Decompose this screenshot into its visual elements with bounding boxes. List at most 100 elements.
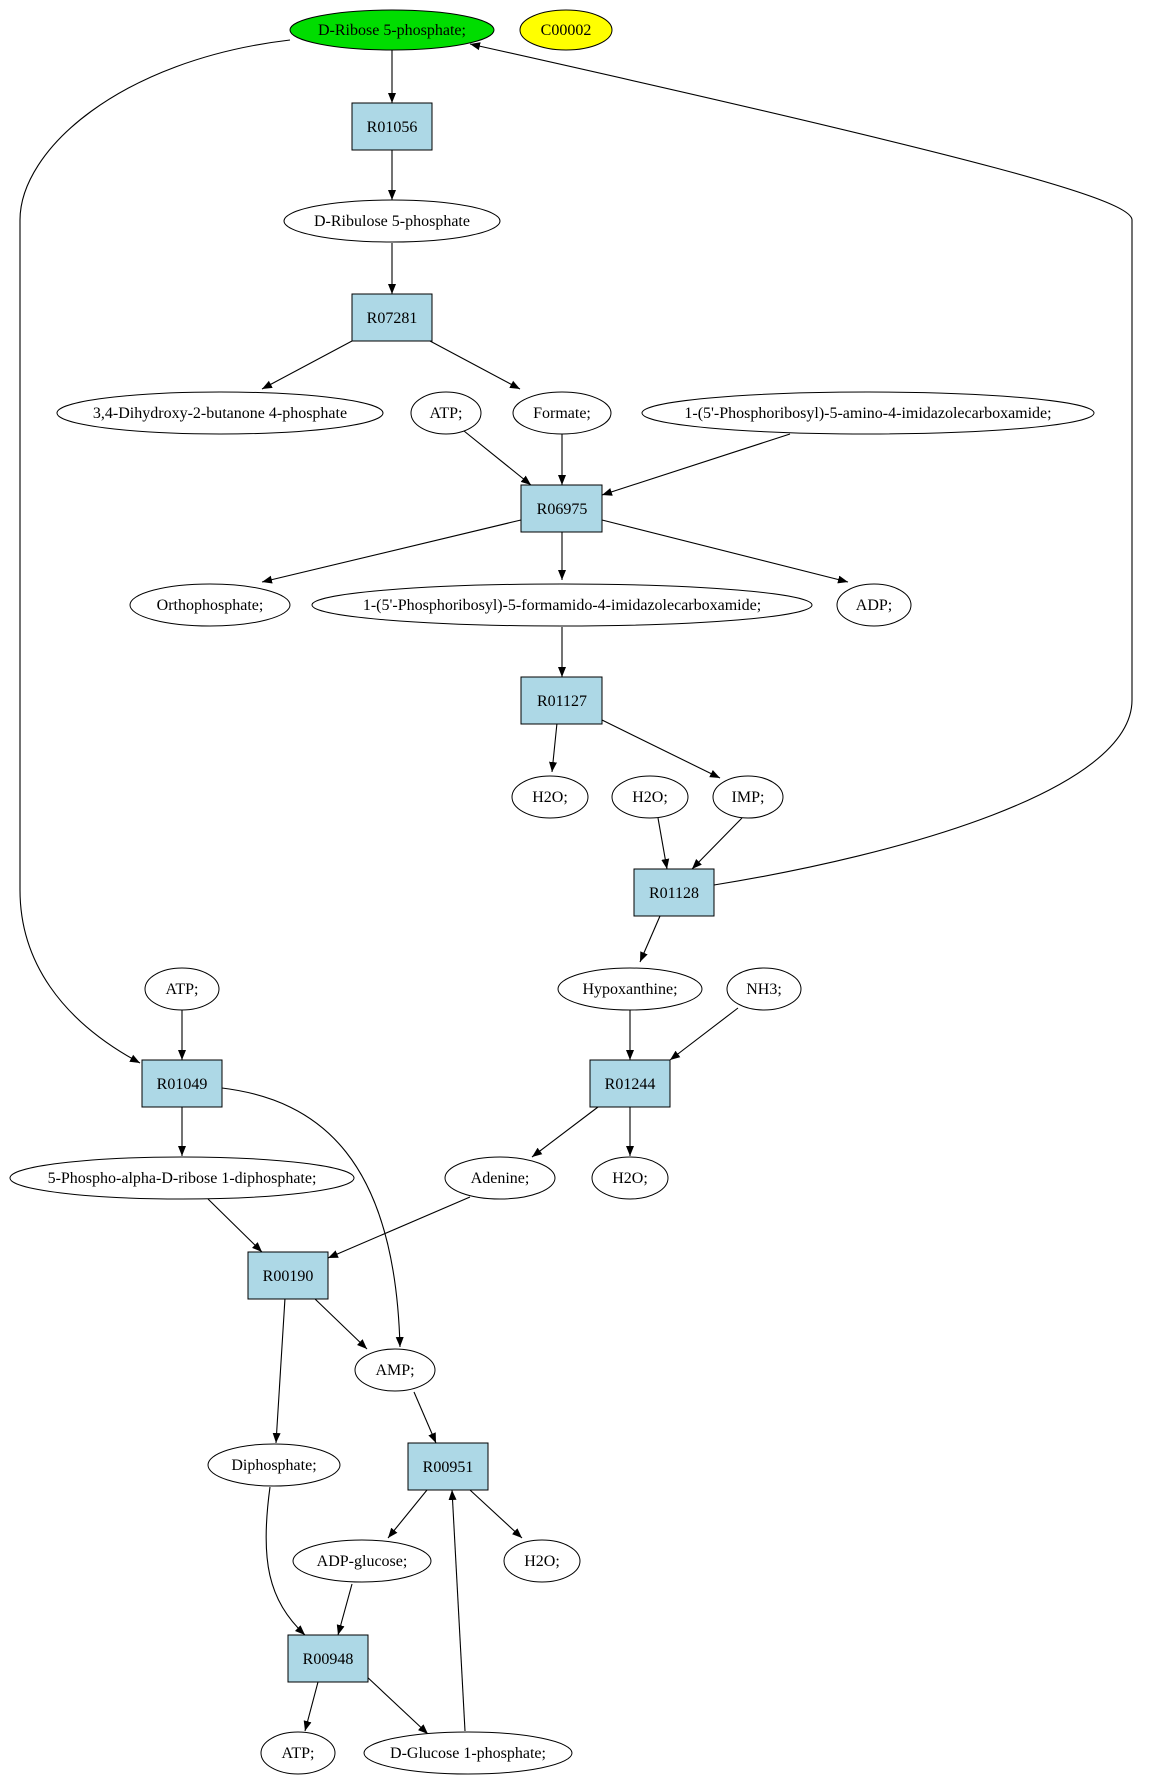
node-label: ATP; bbox=[282, 1745, 315, 1762]
node-label: R07281 bbox=[367, 310, 418, 327]
node-label: H2O; bbox=[532, 789, 568, 806]
reaction-r07281[interactable]: R07281 bbox=[351, 293, 433, 342]
compound-formate[interactable]: Formate; bbox=[512, 391, 612, 435]
node-label: H2O; bbox=[632, 789, 668, 806]
node-label: Adenine; bbox=[471, 1170, 530, 1187]
compound-h2o-4[interactable]: H2O; bbox=[503, 1539, 581, 1583]
edge-r00951-h2o4 bbox=[469, 1489, 523, 1539]
reaction-r01049[interactable]: R01049 bbox=[141, 1059, 223, 1108]
compound-orthophosphate[interactable]: Orthophosphate; bbox=[129, 583, 291, 627]
edge-adenine-r00190 bbox=[327, 1196, 471, 1259]
compound-d-glucose-1-phosphate[interactable]: D-Glucose 1-phosphate; bbox=[363, 1731, 573, 1775]
edge-r00948-glucose1p bbox=[364, 1674, 429, 1735]
edge-h2o2-r01128 bbox=[657, 817, 670, 870]
edge-diphosphate-r00948 bbox=[265, 1486, 306, 1636]
edge-r00190-amp bbox=[313, 1297, 368, 1350]
node-label: Hypoxanthine; bbox=[582, 981, 677, 998]
node-label: D-Glucose 1-phosphate; bbox=[390, 1745, 546, 1762]
node-label: Diphosphate; bbox=[231, 1457, 316, 1474]
compound-nh3[interactable]: NH3; bbox=[726, 967, 802, 1011]
edge-r01244-adenine bbox=[531, 1106, 599, 1158]
node-label: R01244 bbox=[605, 1076, 656, 1093]
node-label: Orthophosphate; bbox=[157, 597, 264, 614]
compound-faica-ribotide[interactable]: 1-(5'-Phosphoribosyl)-5-formamido-4-imid… bbox=[311, 583, 813, 627]
node-label: AMP; bbox=[375, 1362, 414, 1379]
compound-h2o-3[interactable]: H2O; bbox=[591, 1156, 669, 1200]
edge-r07281-formate bbox=[429, 340, 521, 390]
node-label: R00190 bbox=[263, 1268, 314, 1285]
reaction-r06975[interactable]: R06975 bbox=[520, 484, 603, 533]
node-label: IMP; bbox=[732, 789, 765, 806]
reaction-r01056[interactable]: R01056 bbox=[351, 102, 433, 151]
compound-atp-3[interactable]: ATP; bbox=[260, 1731, 336, 1775]
node-label: ADP; bbox=[856, 597, 892, 614]
node-label: H2O; bbox=[524, 1553, 560, 1570]
edge-r00190-diphosphate bbox=[272, 1297, 286, 1444]
edge-amp-r00951 bbox=[413, 1391, 437, 1444]
edge-nh3-r01244 bbox=[669, 1007, 739, 1061]
compound-prpp[interactable]: 5-Phospho-alpha-D-ribose 1-diphosphate; bbox=[9, 1156, 355, 1200]
reaction-r00948[interactable]: R00948 bbox=[287, 1634, 369, 1683]
edge-r01128-hypoxanthine bbox=[639, 915, 661, 963]
edge-imp-r01128 bbox=[691, 817, 743, 870]
reaction-r01128[interactable]: R01128 bbox=[633, 868, 715, 917]
node-label: D-Ribose 5-phosphate; bbox=[318, 22, 466, 39]
node-label: NH3; bbox=[746, 981, 782, 998]
node-label: 5-Phospho-alpha-D-ribose 1-diphosphate; bbox=[48, 1170, 317, 1187]
edge-adpglucose-r00948 bbox=[336, 1583, 353, 1636]
compound-adp[interactable]: ADP; bbox=[836, 583, 912, 627]
node-label: ATP; bbox=[430, 405, 463, 422]
compound-imp[interactable]: IMP; bbox=[712, 775, 784, 819]
node-label: 3,4-Dihydroxy-2-butanone 4-phosphate bbox=[93, 405, 347, 422]
node-label: Formate; bbox=[533, 405, 591, 422]
compound-atp-1[interactable]: ATP; bbox=[410, 391, 482, 435]
edge-r01128-ribose5p bbox=[469, 42, 1133, 886]
edge-r00948-atp3 bbox=[303, 1681, 319, 1732]
node-label: R01127 bbox=[537, 693, 587, 710]
compound-atp-2[interactable]: ATP; bbox=[144, 967, 220, 1011]
compound-adp-glucose[interactable]: ADP-glucose; bbox=[292, 1539, 432, 1583]
reaction-r01127[interactable]: R01127 bbox=[520, 676, 603, 725]
compound-h2o-1[interactable]: H2O; bbox=[511, 775, 589, 819]
node-label: R00951 bbox=[423, 1459, 474, 1476]
edge-r06975-adp bbox=[601, 519, 849, 584]
node-label: 1-(5'-Phosphoribosyl)-5-formamido-4-imid… bbox=[363, 597, 761, 614]
compound-d-ribose-5-phosphate[interactable]: D-Ribose 5-phosphate; bbox=[289, 9, 495, 51]
node-label: ADP-glucose; bbox=[317, 1553, 408, 1570]
edge-r01049-amp bbox=[221, 1087, 404, 1348]
compound-adenine[interactable]: Adenine; bbox=[444, 1156, 556, 1200]
edge-r01127-h2o1 bbox=[549, 722, 558, 773]
compound-h2o-2[interactable]: H2O; bbox=[611, 775, 689, 819]
edge-r01127-imp bbox=[601, 719, 721, 779]
edge-r06975-orthophosphate bbox=[261, 519, 522, 584]
compound-aica-ribotide[interactable]: 1-(5'-Phosphoribosyl)-5-amino-4-imidazol… bbox=[641, 391, 1095, 435]
nodes: D-Ribose 5-phosphate; C00002 R01056 D-Ri… bbox=[9, 9, 1095, 1775]
node-label: R00948 bbox=[303, 1651, 354, 1668]
node-label: R06975 bbox=[537, 501, 588, 518]
node-label: ATP; bbox=[166, 981, 199, 998]
node-label: D-Ribulose 5-phosphate bbox=[314, 213, 470, 230]
node-label: R01049 bbox=[157, 1076, 208, 1093]
node-label: R01128 bbox=[649, 885, 699, 902]
node-label: 1-(5'-Phosphoribosyl)-5-amino-4-imidazol… bbox=[684, 405, 1051, 422]
compound-diphosphate[interactable]: Diphosphate; bbox=[207, 1443, 341, 1487]
edges bbox=[19, 39, 1133, 1735]
compound-amp[interactable]: AMP; bbox=[354, 1348, 436, 1392]
edge-aica-r06975 bbox=[601, 433, 791, 496]
compound-d-ribulose-5-phosphate[interactable]: D-Ribulose 5-phosphate bbox=[283, 199, 501, 243]
compound-hypoxanthine[interactable]: Hypoxanthine; bbox=[557, 967, 703, 1011]
edge-prpp-r00190 bbox=[207, 1198, 263, 1253]
compound-dihydroxy-butanone-phosphate[interactable]: 3,4-Dihydroxy-2-butanone 4-phosphate bbox=[56, 391, 384, 435]
reaction-r00951[interactable]: R00951 bbox=[407, 1442, 489, 1491]
compound-c00002[interactable]: C00002 bbox=[519, 9, 613, 51]
node-label: R01056 bbox=[367, 119, 418, 136]
edge-r07281-dihydroxy bbox=[261, 340, 353, 390]
node-label: C00002 bbox=[541, 22, 592, 39]
edge-ribose5p-r01049 bbox=[19, 39, 291, 1064]
node-label: H2O; bbox=[612, 1170, 648, 1187]
edge-r00951-adpglucose bbox=[387, 1489, 428, 1539]
reaction-r00190[interactable]: R00190 bbox=[247, 1251, 329, 1300]
reaction-r01244[interactable]: R01244 bbox=[589, 1059, 671, 1108]
edge-glucose1p-r00951 bbox=[448, 1489, 466, 1732]
